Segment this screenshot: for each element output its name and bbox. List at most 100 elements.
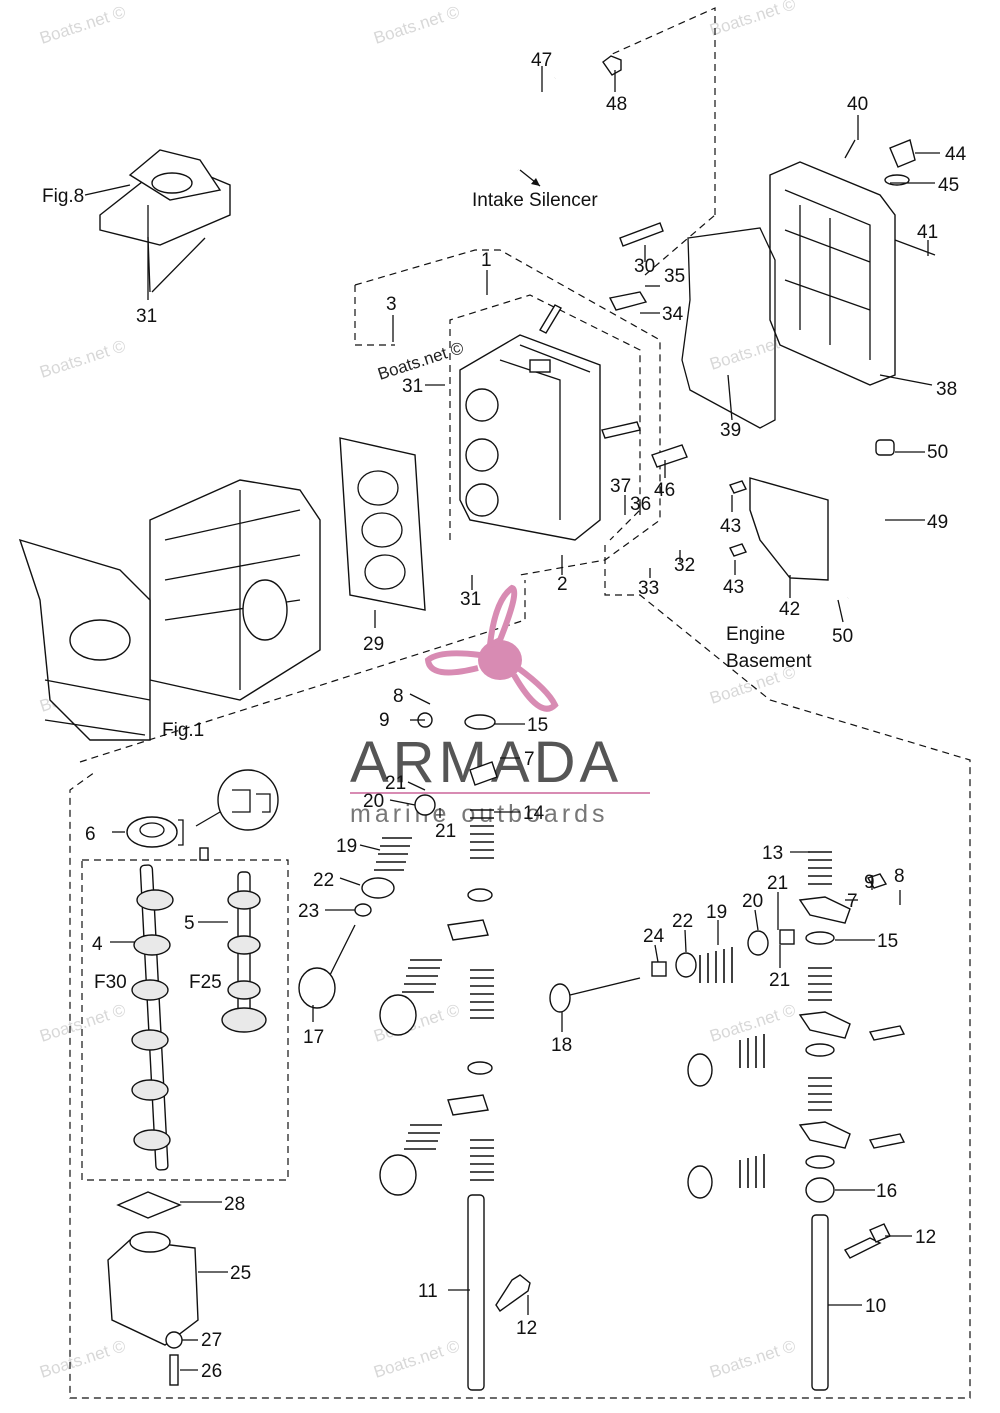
part-callout: 18 [551, 1035, 572, 1056]
group-outlines [69, 7, 971, 1399]
part-callout: 31 [460, 589, 481, 610]
part-callout: 31 [136, 306, 157, 327]
leader-dashed [79, 580, 526, 763]
part-callout: 32 [674, 555, 695, 576]
watermark-text: Boats.net © [37, 2, 128, 48]
part-callout: 43 [720, 516, 741, 537]
part-callout: 21 [767, 873, 788, 894]
part-callout: 46 [654, 480, 675, 501]
part-callout: 8 [393, 686, 404, 707]
bolts [729, 480, 747, 557]
part-callout: 11 [418, 1281, 438, 1302]
part-callout: 5 [184, 913, 195, 934]
head-group-outline [354, 285, 395, 346]
cylinder-block [18, 479, 321, 741]
camshaft-f25 [221, 871, 267, 1033]
part-callout: 44 [945, 144, 967, 165]
part-callout: 28 [224, 1194, 245, 1215]
valve-train-left [298, 712, 531, 1391]
part-callout: 49 [927, 512, 948, 533]
part-callout: 1 [481, 250, 492, 271]
camshaft-inner-outline [81, 859, 289, 1181]
brand-name: ARMADA [350, 730, 622, 795]
part-callout: 37 [610, 476, 631, 497]
part-callout: 19 [706, 902, 727, 923]
part-callout: 50 [927, 442, 948, 463]
watermark-text: Boats.net © [707, 1000, 798, 1046]
part-callout: 31 [402, 376, 423, 397]
part-callout: 7 [524, 749, 535, 770]
part-callout: 17 [303, 1027, 324, 1048]
caption-engine: Engine [726, 624, 785, 645]
caption-f25: F25 [189, 972, 222, 993]
part-callout: 50 [832, 626, 853, 647]
valve-train-right [549, 851, 906, 1391]
part-callout: 9 [864, 872, 875, 893]
part-callout: 42 [779, 599, 800, 620]
watermark-text: Boats.net © [371, 1336, 462, 1382]
part-callout: 2 [557, 574, 568, 595]
part-callout: 24 [643, 926, 665, 947]
watermark-text: Boats.net © [37, 1000, 128, 1046]
caption-fig8: Fig.8 [42, 186, 84, 207]
part-callout: 19 [336, 836, 357, 857]
watermark-text: Boats.net © [707, 1336, 798, 1382]
part-callout: 14 [523, 803, 545, 824]
watermark-text: Boats.net © [37, 1336, 128, 1382]
part-callout: 40 [847, 94, 868, 115]
part-callout: 43 [723, 577, 744, 598]
part-callout: 20 [742, 891, 763, 912]
part-callout: 22 [672, 911, 693, 932]
hose-clip [875, 439, 895, 456]
part-callout: 47 [531, 50, 552, 71]
part-callout: 21 [435, 821, 456, 842]
leader-dashed [609, 7, 716, 215]
watermark-text: Boats.net © [37, 336, 128, 382]
head-inner-outline [449, 294, 641, 541]
basement-plate [749, 477, 829, 581]
part-callout: 35 [664, 266, 685, 287]
part-callout: 8 [894, 866, 905, 887]
part-callout: 10 [865, 1296, 886, 1317]
part-callout: 38 [936, 379, 957, 400]
armada-logo: ARMADA marine outboards [350, 584, 650, 828]
caption-basement: Basement [726, 651, 812, 672]
brand-tagline: marine outboards [350, 800, 609, 828]
part-callout: 15 [877, 931, 898, 952]
part-callout: 48 [606, 94, 627, 115]
caption-f30: F30 [94, 972, 127, 993]
leader-dashed [644, 214, 716, 276]
part-callout: 15 [527, 715, 548, 736]
camshaft-f30 [131, 847, 209, 1171]
watermark-text: Boats.net © [707, 0, 798, 40]
watermark-text: Boats.net © [371, 2, 462, 48]
part-callout: 22 [313, 870, 334, 891]
part-callout: 27 [201, 1330, 222, 1351]
leader-lines [110, 66, 940, 1371]
valve-group-outline [69, 545, 971, 1399]
head-gasket [339, 437, 426, 611]
part-callout: 29 [363, 634, 384, 655]
part-callout: 36 [630, 494, 651, 515]
caption-intake-silencer: Intake Silencer [472, 190, 598, 211]
part-callout: 23 [298, 901, 319, 922]
part-callout: 12 [516, 1318, 537, 1339]
captions: Intake Silencer Engine Basement Fig.8 Fi… [42, 186, 812, 993]
part-callout: 3 [386, 294, 397, 315]
part-callout: 21 [769, 970, 790, 991]
caption-fig1: Fig.1 [162, 720, 204, 741]
part-callout: 34 [662, 304, 684, 325]
fig8-bracket [84, 149, 231, 293]
part-callout: 25 [230, 1263, 251, 1284]
part-callout: 30 [634, 256, 655, 277]
part-callout: 21 [385, 773, 406, 794]
part-callout: 20 [363, 791, 384, 812]
oil-seal [126, 769, 279, 848]
part-callout: 41 [917, 222, 938, 243]
cover-gasket [681, 227, 776, 429]
part-callout: 7 [847, 891, 858, 912]
part-callout: 45 [938, 175, 959, 196]
part-callout: 9 [379, 710, 390, 731]
part-callout: 26 [201, 1361, 222, 1382]
